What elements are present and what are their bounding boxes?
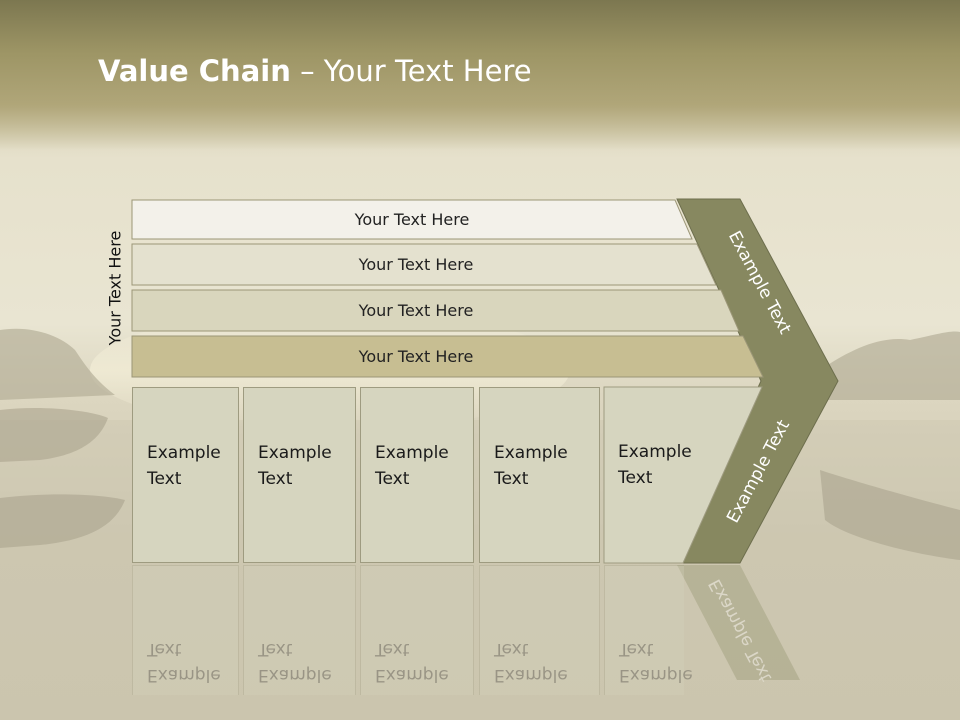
row-shape-1 — [131, 199, 693, 240]
cell-3-label: Example Text — [375, 443, 449, 489]
refl-label-5: Example Text — [619, 639, 693, 685]
refl-label-1: Example Text — [147, 639, 221, 685]
row-shape-2 — [131, 243, 717, 286]
refl-label-3: Example Text — [375, 639, 449, 685]
header-band — [0, 0, 960, 150]
cell-2: Example Text — [243, 387, 356, 563]
cell-5-shape — [603, 386, 763, 564]
cells-reflection: Example Text Example Text Example Text E… — [132, 565, 764, 695]
row-label-1: Your Text Here — [354, 210, 470, 229]
cell-4-label: Example Text — [494, 443, 568, 489]
refl-label-2: Example Text — [258, 639, 332, 685]
row-label-2: Your Text Here — [358, 255, 474, 274]
row-shape-4 — [131, 335, 764, 378]
cell-3: Example Text — [360, 387, 474, 563]
cell-5-label: Example Text — [618, 442, 692, 488]
chevron-arrow — [676, 198, 839, 564]
cell-1: Example Text — [132, 387, 239, 563]
row-label-4: Your Text Here — [358, 347, 474, 366]
row-label-3: Your Text Here — [358, 301, 474, 320]
slide-title: Value Chain – Your Text Here — [98, 54, 532, 88]
refl-label-4: Example Text — [494, 639, 568, 685]
cell-4: Example Text — [479, 387, 600, 563]
title-rest: – Your Text Here — [290, 54, 532, 88]
title-bold: Value Chain — [98, 54, 291, 88]
cell-2-label: Example Text — [258, 443, 332, 489]
cell-1-label: Example Text — [147, 443, 221, 489]
row-shape-3 — [131, 289, 740, 332]
